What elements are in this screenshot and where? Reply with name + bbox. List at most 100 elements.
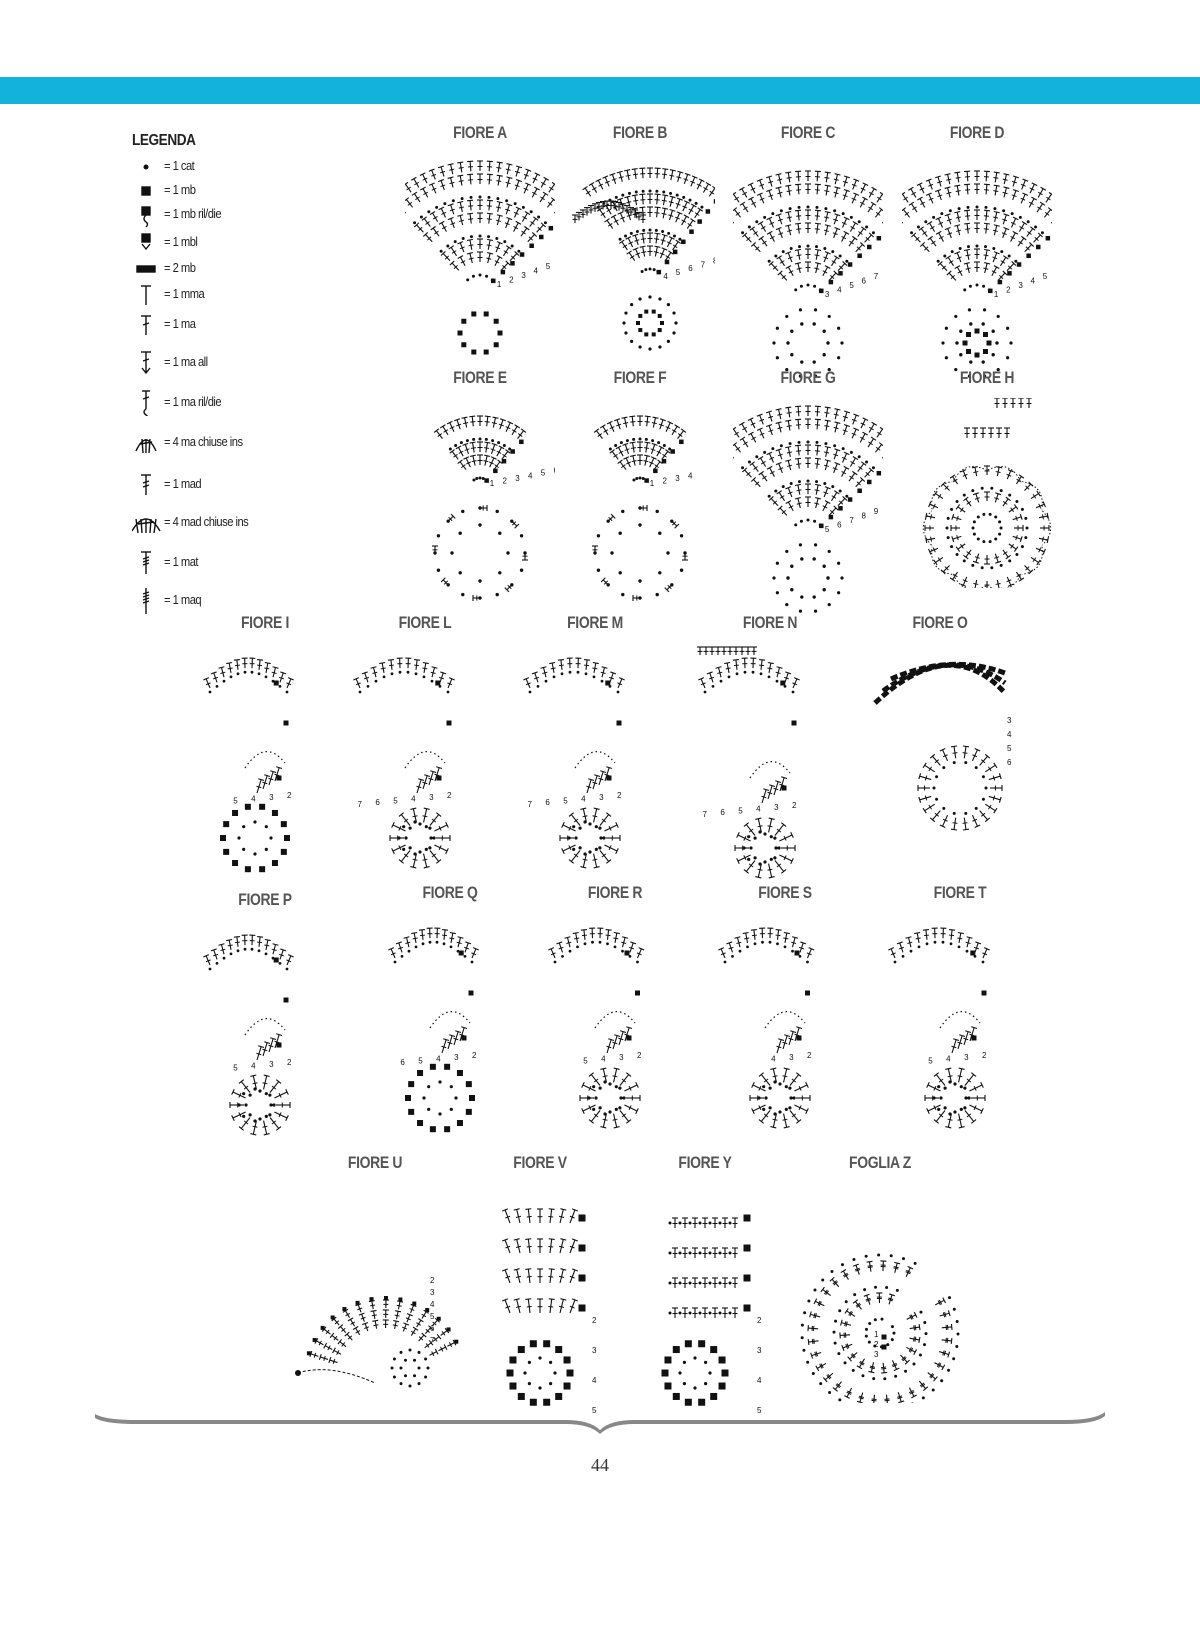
row-number: 6 bbox=[430, 1324, 435, 1333]
crochet-motif: FIORE A1234567891011 bbox=[405, 123, 555, 373]
crochet-motif: FIORE G 56789101112 bbox=[733, 368, 883, 618]
motif-title: FIORE U bbox=[347, 1153, 403, 1172]
row-number: 5 bbox=[676, 268, 681, 277]
row-number: 6 bbox=[837, 520, 842, 529]
row-number: 2 bbox=[592, 1316, 597, 1325]
row-number: 3 bbox=[454, 1053, 459, 1062]
motif-title: FOGLIA Z bbox=[849, 1153, 911, 1172]
row-number: 2 bbox=[807, 1051, 812, 1060]
row-number: 3 bbox=[964, 1053, 969, 1062]
row-number: 4 bbox=[946, 1055, 951, 1064]
row-number: 2 bbox=[503, 476, 508, 485]
legend-item-label: = 1 mat bbox=[164, 554, 199, 569]
row-number: 5 bbox=[928, 1056, 933, 1065]
t-stitch-icon bbox=[141, 285, 151, 305]
row-number: 3 bbox=[757, 1346, 762, 1355]
motif-title: FIORE S bbox=[758, 883, 812, 902]
motif-title: FIORE P bbox=[238, 890, 292, 909]
legend-item: = 1 mma bbox=[120, 282, 310, 308]
row-number: 5 bbox=[393, 796, 398, 805]
row-number: 7 bbox=[527, 800, 532, 809]
row-number: 2 bbox=[663, 476, 668, 485]
row-number: 5 bbox=[563, 796, 568, 805]
row-number: 7 bbox=[849, 516, 854, 525]
crochet-diagram: 1234567891011 bbox=[902, 170, 1052, 378]
row-number: 4 bbox=[601, 1055, 606, 1064]
motif-title: FIORE R bbox=[587, 883, 643, 902]
row-number: 2 bbox=[287, 791, 292, 800]
crochet-diagram: 56789101112 bbox=[733, 405, 883, 613]
row-number: 3 bbox=[774, 803, 779, 812]
crochet-diagram: 123 bbox=[800, 1253, 960, 1403]
square-arrow-icon bbox=[141, 233, 151, 251]
crochet-motif: FIORE V23456 bbox=[470, 1153, 610, 1423]
row-number: 4 bbox=[430, 1300, 435, 1309]
row-number: 2 bbox=[617, 791, 622, 800]
row-number: 5 bbox=[738, 806, 743, 815]
crochet-motif: FIORE Y23456 bbox=[630, 1153, 780, 1423]
row-number: 6 bbox=[862, 276, 867, 285]
motif-title: FIORE F bbox=[613, 368, 667, 387]
crochet-diagram: 123456 bbox=[432, 415, 555, 601]
cluster-icon bbox=[135, 438, 157, 454]
row-number: 4 bbox=[411, 795, 416, 804]
row-number: 7 bbox=[701, 260, 706, 269]
legend-item: = 1 ma bbox=[120, 312, 310, 338]
row-number: 2 bbox=[637, 1051, 642, 1060]
motif-title: FIORE C bbox=[780, 123, 836, 142]
crochet-motif: FIORE S 2 3 4 bbox=[710, 883, 860, 1143]
quad-cross-icon bbox=[142, 588, 150, 614]
crochet-diagram: 456789101112 bbox=[572, 167, 715, 351]
motif-title: FIORE G bbox=[780, 368, 836, 387]
row-number: 3 bbox=[1018, 281, 1023, 290]
row-number: 1 bbox=[497, 280, 502, 289]
crochet-diagram bbox=[922, 398, 1052, 588]
arrow-cross-icon bbox=[141, 351, 151, 375]
legend-item-label: = 4 mad chiuse ins bbox=[164, 514, 249, 529]
legend-item-label: = 1 mad bbox=[164, 476, 202, 491]
legend-item: = 1 maq bbox=[120, 588, 310, 614]
row-number: 3 bbox=[675, 474, 680, 483]
row-number: 5 bbox=[1043, 272, 1048, 281]
rectangle-icon bbox=[136, 265, 156, 273]
crochet-diagram: 1234567891011 bbox=[405, 160, 555, 355]
motif-title: FIORE Y bbox=[678, 1153, 732, 1172]
legend-item: = 1 mat bbox=[120, 550, 310, 576]
row-number: 2 bbox=[509, 275, 514, 284]
row-number: 4 bbox=[837, 285, 842, 294]
row-number: 5 bbox=[546, 262, 551, 271]
crochet-diagram: 23456789 bbox=[697, 646, 800, 879]
motif-title: FIORE N bbox=[742, 613, 798, 632]
row-number: 2 bbox=[757, 1316, 762, 1325]
legend-item-label: = 1 ma all bbox=[164, 354, 208, 369]
row-number: 3 bbox=[599, 793, 604, 802]
row-number: 1 bbox=[994, 290, 999, 299]
row-number: 4 bbox=[528, 471, 533, 480]
square-hook-icon bbox=[141, 206, 151, 228]
row-number: 3 bbox=[430, 1288, 435, 1297]
row-number: 3 bbox=[789, 1053, 794, 1062]
row-number: 3 bbox=[429, 793, 434, 802]
row-number: 4 bbox=[771, 1055, 776, 1064]
row-number: 4 bbox=[592, 1376, 597, 1385]
legend-item-label: = 1 ma ril/die bbox=[164, 394, 222, 409]
row-number: 6 bbox=[400, 1058, 405, 1067]
row-number: 4 bbox=[688, 471, 693, 480]
row-number: 3 bbox=[874, 1350, 879, 1359]
row-number: 2 bbox=[472, 1051, 477, 1060]
motif-title: FIORE L bbox=[398, 613, 452, 632]
row-number: 5 bbox=[757, 1406, 762, 1415]
legend-item-label: = 1 cat bbox=[164, 158, 195, 173]
row-number: 9 bbox=[874, 507, 879, 516]
legend-item-label: = 2 mb bbox=[164, 260, 196, 275]
crochet-diagram: 2 3 4 bbox=[718, 927, 815, 1129]
row-number: 3 bbox=[515, 474, 520, 483]
